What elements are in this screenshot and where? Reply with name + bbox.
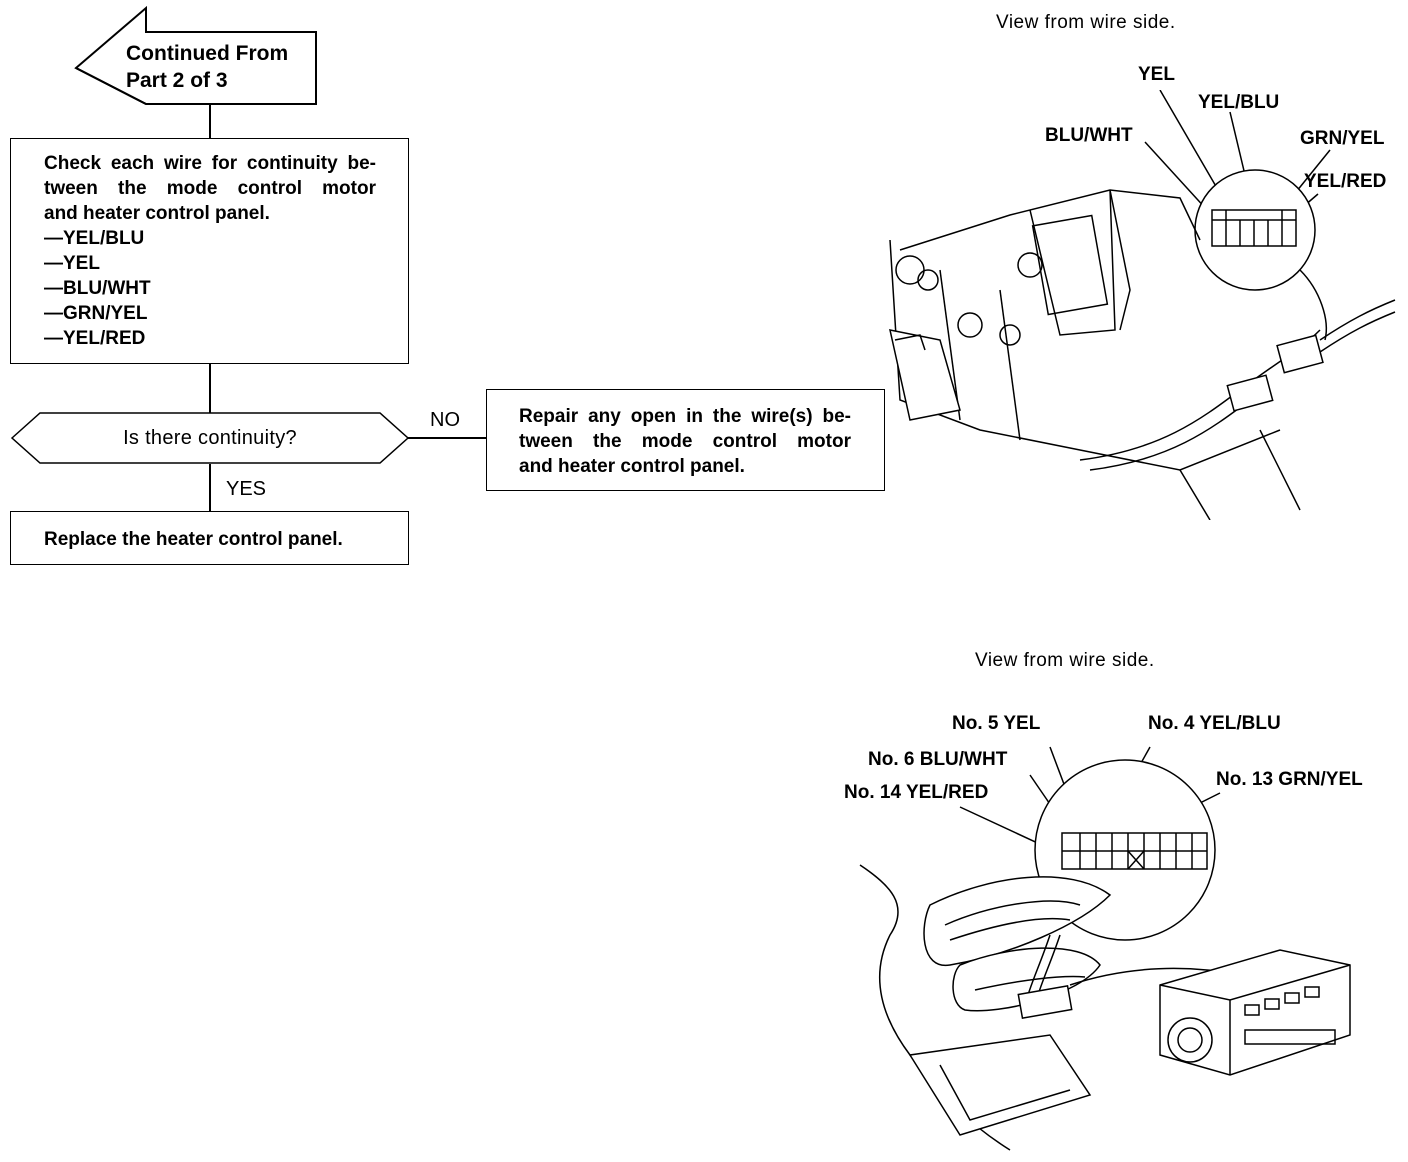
wire-item: —GRN/YEL (44, 303, 148, 324)
decision-label: Is there continuity? (123, 427, 297, 449)
heater-control-panel-illustration (859, 746, 1351, 1151)
wire-item: —BLU/WHT (44, 278, 151, 299)
continued-from-label: Continued From Part 2 of 3 (126, 40, 288, 94)
yes-connector (209, 464, 211, 512)
top-label-yel-blu: YEL/BLU (1198, 92, 1280, 113)
bottom-label-no5: No. 5 YEL (952, 713, 1041, 734)
no-label: NO (430, 409, 460, 431)
bottom-caption: View from wire side. (975, 650, 1155, 671)
top-label-yel: YEL (1138, 64, 1175, 85)
replace-box: Replace the heater control panel. (10, 511, 409, 565)
top-label-grn-yel: GRN/YEL (1300, 128, 1385, 149)
wire-item: —YEL/BLU (44, 228, 145, 249)
replace-label: Replace the heater control panel. (44, 529, 343, 550)
bottom-label-no6: No. 6 BLU/WHT (868, 749, 1008, 770)
no-connector (408, 437, 488, 439)
connector-2 (209, 364, 211, 414)
bottom-label-no13: No. 13 GRN/YEL (1216, 769, 1363, 790)
top-label-blu-wht: BLU/WHT (1045, 125, 1133, 146)
repair-line-1: Repair any open in the wire(s) be- (519, 406, 851, 427)
check-line-3: and heater control panel. (44, 203, 270, 224)
repair-line-3: and heater control panel. (519, 456, 745, 477)
repair-box: Repair any open in the wire(s) be- tween… (486, 389, 885, 491)
continued-from-arrow-shape (70, 4, 322, 108)
check-box: Check each wire for continuity be- tween… (10, 138, 409, 364)
wire-item: —YEL (44, 253, 100, 274)
yes-label: YES (226, 478, 267, 500)
bottom-label-no4: No. 4 YEL/BLU (1148, 713, 1281, 734)
repair-line-2: tween the mode control motor (519, 431, 851, 452)
top-label-yel-red: YEL/RED (1304, 171, 1387, 192)
check-line-2: tween the mode control motor (44, 178, 376, 199)
top-caption: View from wire side. (996, 12, 1176, 33)
connector-1 (209, 104, 211, 140)
bottom-label-no14: No. 14 YEL/RED (844, 782, 989, 803)
continued-from-line-2: Part 2 of 3 (126, 69, 228, 92)
continued-from-line-1: Continued From (126, 42, 289, 65)
mode-control-motor-illustration (889, 90, 1396, 520)
wire-item: —YEL/RED (44, 328, 146, 349)
check-line-1: Check each wire for continuity be- (44, 153, 376, 174)
